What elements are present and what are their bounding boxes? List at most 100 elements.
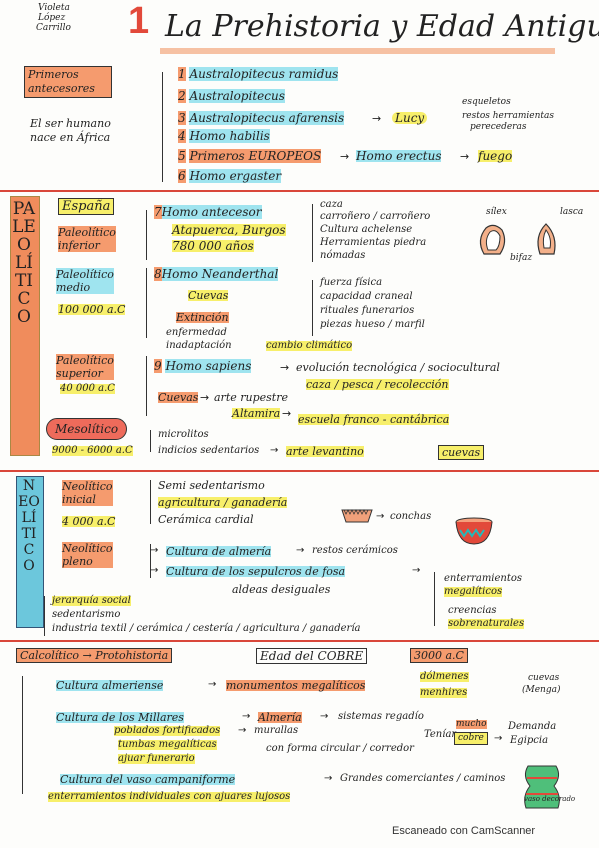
cuevas-menga-2: (Menga) (522, 685, 561, 695)
calcolitico-head: Calcolítico → Protohistoria (16, 648, 173, 663)
inicial-note-1: Semi sedentarismo (158, 479, 265, 492)
inferior-note-3: Cultura achelense (320, 224, 413, 235)
right-3: creencias (448, 605, 497, 616)
medio-note-4: piezas hueso / marfil (320, 319, 425, 330)
extincion-label: Extinción (176, 311, 229, 324)
arrow-icon: → (372, 112, 382, 125)
lucy-item-2: restos herramientas (462, 111, 554, 121)
medio-note-2: capacidad craneal (320, 291, 413, 302)
arrow-icon: → (324, 773, 333, 784)
cuevas-label: Cuevas (188, 289, 229, 302)
inadaptacion-label: inadaptación (166, 340, 232, 351)
text: Australopitecus ramidus (189, 67, 339, 81)
medio-date: 100 000 a.C (58, 303, 126, 316)
inferior-note-5: nómadas (320, 250, 366, 261)
arrow-icon: → (200, 391, 210, 404)
scanner-watermark: Escaneado con CamScanner (392, 825, 536, 837)
right-2: megalíticos (444, 586, 503, 597)
l2: superior (56, 367, 103, 380)
vaso-label: vaso decorado (524, 795, 576, 803)
arrow-icon: → (150, 545, 159, 556)
num: 8 (154, 267, 162, 281)
ajuar-label: ajuar funerario (118, 753, 195, 764)
num: 4 (178, 129, 186, 143)
paleolitico-sidebar (10, 196, 40, 456)
section-divider (0, 640, 599, 642)
bracket (162, 72, 164, 182)
sistemas-label: sistemas regadío (338, 711, 424, 722)
list-item-6: 6 Homo ergaster (178, 169, 282, 183)
cuevas2-label: Cuevas (158, 391, 199, 404)
bracket (146, 268, 148, 338)
bracket (146, 356, 148, 416)
bracket (434, 572, 436, 626)
arrow-icon: → (150, 565, 159, 576)
l1: Paleolítico (56, 354, 114, 367)
note-line-1: El ser humano (30, 117, 111, 130)
author-line-3: Carrillo (36, 23, 71, 33)
num: 5 (178, 149, 186, 163)
bracket (150, 544, 152, 578)
inicial-note-2: agricultura / ganadería (158, 496, 288, 509)
restos-label: restos cerámicos (312, 545, 398, 556)
neanderthal-line: 8Homo Neanderthal (154, 267, 279, 281)
bifaz-label: bifaz (510, 253, 533, 263)
almeria-culture: Cultura de almería (166, 545, 272, 558)
lasca-label: lasca (560, 207, 584, 217)
sepulcros-culture: Cultura de los sepulcros de fosa (166, 565, 346, 578)
inferior-note-4: Herramientas piedra (320, 237, 427, 248)
cardial-pot-icon (341, 509, 373, 523)
monumentos-label: monumentos megalíticos (226, 679, 366, 692)
tenian-label: Tenían (424, 729, 458, 740)
arrow-icon: → (282, 407, 292, 420)
bowl-icon (455, 517, 493, 545)
arrow-icon: → (320, 711, 329, 722)
murallas-label: murallas (254, 725, 299, 736)
arrow-icon: → (270, 445, 279, 456)
box-line-2: antecesores (28, 82, 95, 95)
text: Homo sapiens (165, 359, 252, 373)
medio-note-1: fuerza física (320, 277, 383, 288)
cuevas3-label: cuevas (438, 445, 485, 460)
num: 1 (178, 67, 186, 81)
note-line-2: nace en África (30, 131, 111, 144)
bracket (312, 280, 314, 336)
section-divider (0, 190, 599, 192)
text: Australopitecus afarensis (189, 111, 345, 125)
demanda-1: Demanda (508, 721, 557, 732)
poblados-label: poblados fortificados (114, 725, 221, 736)
l1: Neolítico (62, 480, 113, 493)
medio-note-3: rituales funerarios (320, 305, 415, 316)
arte-rupestre-label: arte rupestre (214, 391, 288, 404)
primeros-antecesores-box: Primeros antecesores (24, 66, 112, 98)
dolmen-label: dólmenes (420, 671, 469, 682)
text: Homo antecesor (161, 205, 262, 219)
bracket (150, 480, 152, 524)
bracket (146, 210, 148, 260)
lucy-item-3: perecederas (470, 122, 527, 132)
num: 7 (154, 205, 162, 219)
arrow-icon: → (376, 511, 385, 522)
caza-pesca-label: caza / pesca / recolección (306, 378, 449, 391)
arrow-icon: → (208, 679, 217, 690)
list-item-3: 3 Australopitecus afarensis (178, 111, 345, 125)
arrow-icon: → (242, 711, 251, 722)
cuevas-menga-1: cuevas (528, 673, 560, 683)
l1: Paleolítico (56, 268, 114, 281)
espana-label: España (58, 198, 115, 215)
text: Homo habilis (189, 129, 270, 143)
almeriense-culture: Cultura almeriense (56, 679, 164, 692)
bell-beaker-icon (524, 765, 560, 809)
cambio-label: cambio climático (266, 340, 353, 351)
tools-drawing-icon (479, 223, 556, 255)
arrow-icon: → (460, 150, 470, 163)
levantino-label: arte levantino (286, 445, 364, 458)
campaniforme-culture: Cultura del vaso campaniforme (60, 773, 236, 786)
fuego-label: fuego (478, 149, 513, 163)
text: Primeros EUROPEOS (189, 149, 322, 163)
altamira-label: Altamira (232, 407, 281, 420)
mucho-label: mucho (456, 719, 487, 729)
